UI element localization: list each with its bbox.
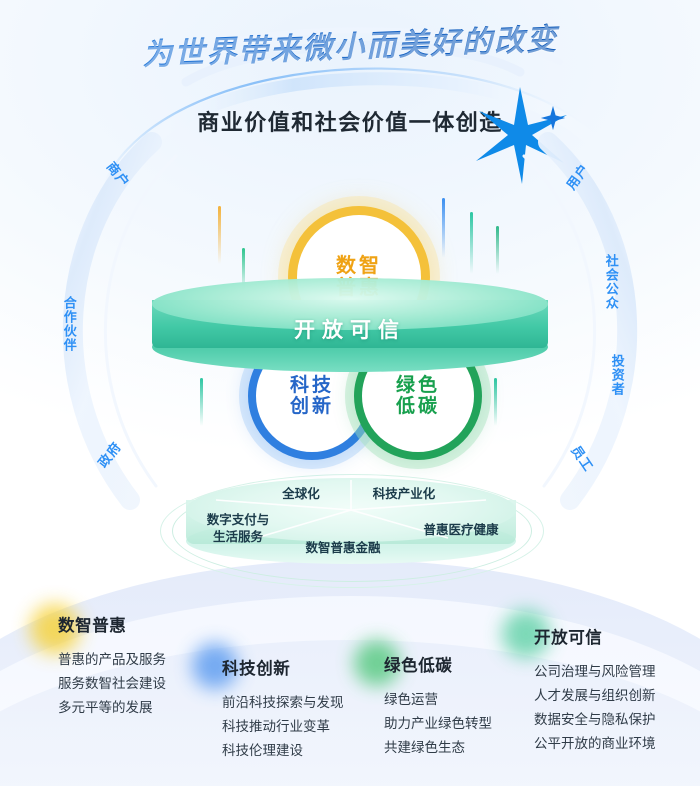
list-item: 科技推动行业变革 bbox=[222, 719, 330, 735]
list-item: 助力产业绿色转型 bbox=[384, 716, 492, 732]
light-beam-1 bbox=[218, 206, 221, 264]
platform-segment-digital-payment[interactable]: 数字支付与 生活服务 bbox=[206, 513, 270, 544]
stakeholder-arc-ribbons bbox=[62, 132, 638, 510]
legend-list-open-trusted: 公司治理与风险管理 人才发展与组织创新 数据安全与隐私保护 公平开放的商业环境 bbox=[534, 660, 656, 756]
list-item: 公平开放的商业环境 bbox=[534, 736, 656, 752]
legend-dot-icon-open-trusted bbox=[502, 610, 550, 658]
light-beam-3 bbox=[442, 198, 445, 258]
legend-item-green-lowcarbon[interactable]: 绿色低碳 绿色运营 助力产业绿色转型 共建绿色生态 bbox=[354, 640, 492, 760]
list-item: 共建绿色生态 bbox=[384, 740, 465, 756]
list-item: 数据安全与隐私保护 bbox=[534, 712, 656, 728]
list-item: 多元平等的发展 bbox=[58, 700, 153, 716]
sparkle-star-icon bbox=[476, 87, 567, 184]
list-item: 服务数智社会建设 bbox=[58, 676, 166, 692]
pillar-left-line1: 科技 bbox=[289, 374, 334, 396]
legend-title-green-lowcarbon: 绿色低碳 bbox=[384, 657, 453, 675]
platform-segment-inclusive-finance[interactable]: 数智普惠金融 bbox=[305, 541, 381, 555]
band-label-open-trusted: 开放可信 bbox=[294, 319, 406, 342]
stakeholder-label-public: 社会公众 bbox=[603, 254, 619, 310]
legend-list-green-lowcarbon: 绿色运营 助力产业绿色转型 共建绿色生态 bbox=[384, 688, 492, 760]
pillar-right-line2: 低碳 bbox=[395, 396, 440, 417]
legend-title-tech-innovation: 科技创新 bbox=[222, 660, 291, 678]
pillar-right-line1: 绿色 bbox=[395, 374, 440, 396]
base-platform: 全球化 科技产业化 普惠医疗健康 数智普惠金融 数字支付与 生活服务 bbox=[160, 474, 544, 588]
list-item: 人才发展与组织创新 bbox=[534, 688, 656, 704]
light-beam-2 bbox=[242, 248, 245, 292]
legend-title-digital-inclusion: 数智普惠 bbox=[58, 617, 127, 635]
legend-title-open-trusted: 开放可信 bbox=[534, 629, 603, 647]
pillar-left-line2: 创新 bbox=[289, 396, 334, 417]
platform-segment-globalization[interactable]: 全球化 bbox=[282, 487, 320, 501]
disc-top-face bbox=[152, 278, 548, 330]
stakeholder-label-investors: 投资者 bbox=[609, 354, 625, 396]
legend-list-tech-innovation: 前沿科技探索与发现 科技推动行业变革 科技伦理建设 bbox=[222, 691, 344, 763]
legend-row: 数智普惠 普惠的产品及服务 服务数智社会建设 多元平等的发展 科技创新 前沿科技… bbox=[0, 600, 700, 786]
light-beam-5 bbox=[496, 226, 499, 274]
list-item: 公司治理与风险管理 bbox=[534, 664, 656, 679]
legend-dot-icon-digital-inclusion bbox=[30, 604, 80, 654]
list-item: 科技伦理建设 bbox=[222, 743, 303, 759]
platform-segment-inclusive-healthcare[interactable]: 普惠医疗健康 bbox=[423, 523, 499, 537]
legend-list-digital-inclusion: 普惠的产品及服务 服务数智社会建设 多元平等的发展 bbox=[58, 648, 166, 720]
legend-item-digital-inclusion[interactable]: 数智普惠 普惠的产品及服务 服务数智社会建设 多元平等的发展 bbox=[30, 604, 166, 720]
sparkle-star-small-icon bbox=[540, 105, 566, 131]
list-item: 普惠的产品及服务 bbox=[58, 652, 166, 667]
legend-item-open-trusted[interactable]: 开放可信 公司治理与风险管理 人才发展与组织创新 数据安全与隐私保护 公平开放的… bbox=[502, 610, 656, 756]
open-trusted-disc[interactable]: 开放可信 bbox=[152, 278, 548, 372]
page-subtitle: 商业价值和社会价值一体创造 bbox=[197, 110, 503, 135]
legend-item-tech-innovation[interactable]: 科技创新 前沿科技探索与发现 科技推动行业变革 科技伦理建设 bbox=[192, 643, 344, 763]
legend-dot-icon-tech-innovation bbox=[192, 643, 238, 689]
light-beam-7 bbox=[494, 378, 497, 426]
legend-dot-icon-green-lowcarbon bbox=[354, 640, 400, 686]
center-composition: 科技 创新 绿色 低碳 开放可信 数智 普惠 bbox=[152, 198, 548, 588]
base-segment-dividers bbox=[215, 480, 487, 539]
pillar-top-line1: 数智 bbox=[336, 254, 382, 277]
light-beam-4 bbox=[470, 212, 473, 274]
platform-segment-tech-industrialization[interactable]: 科技产业化 bbox=[372, 487, 436, 501]
list-item: 绿色运营 bbox=[384, 692, 438, 707]
list-item: 前沿科技探索与发现 bbox=[222, 695, 344, 710]
light-beam-6 bbox=[200, 378, 203, 426]
stakeholder-label-partners: 合作伙伴 bbox=[61, 296, 77, 352]
